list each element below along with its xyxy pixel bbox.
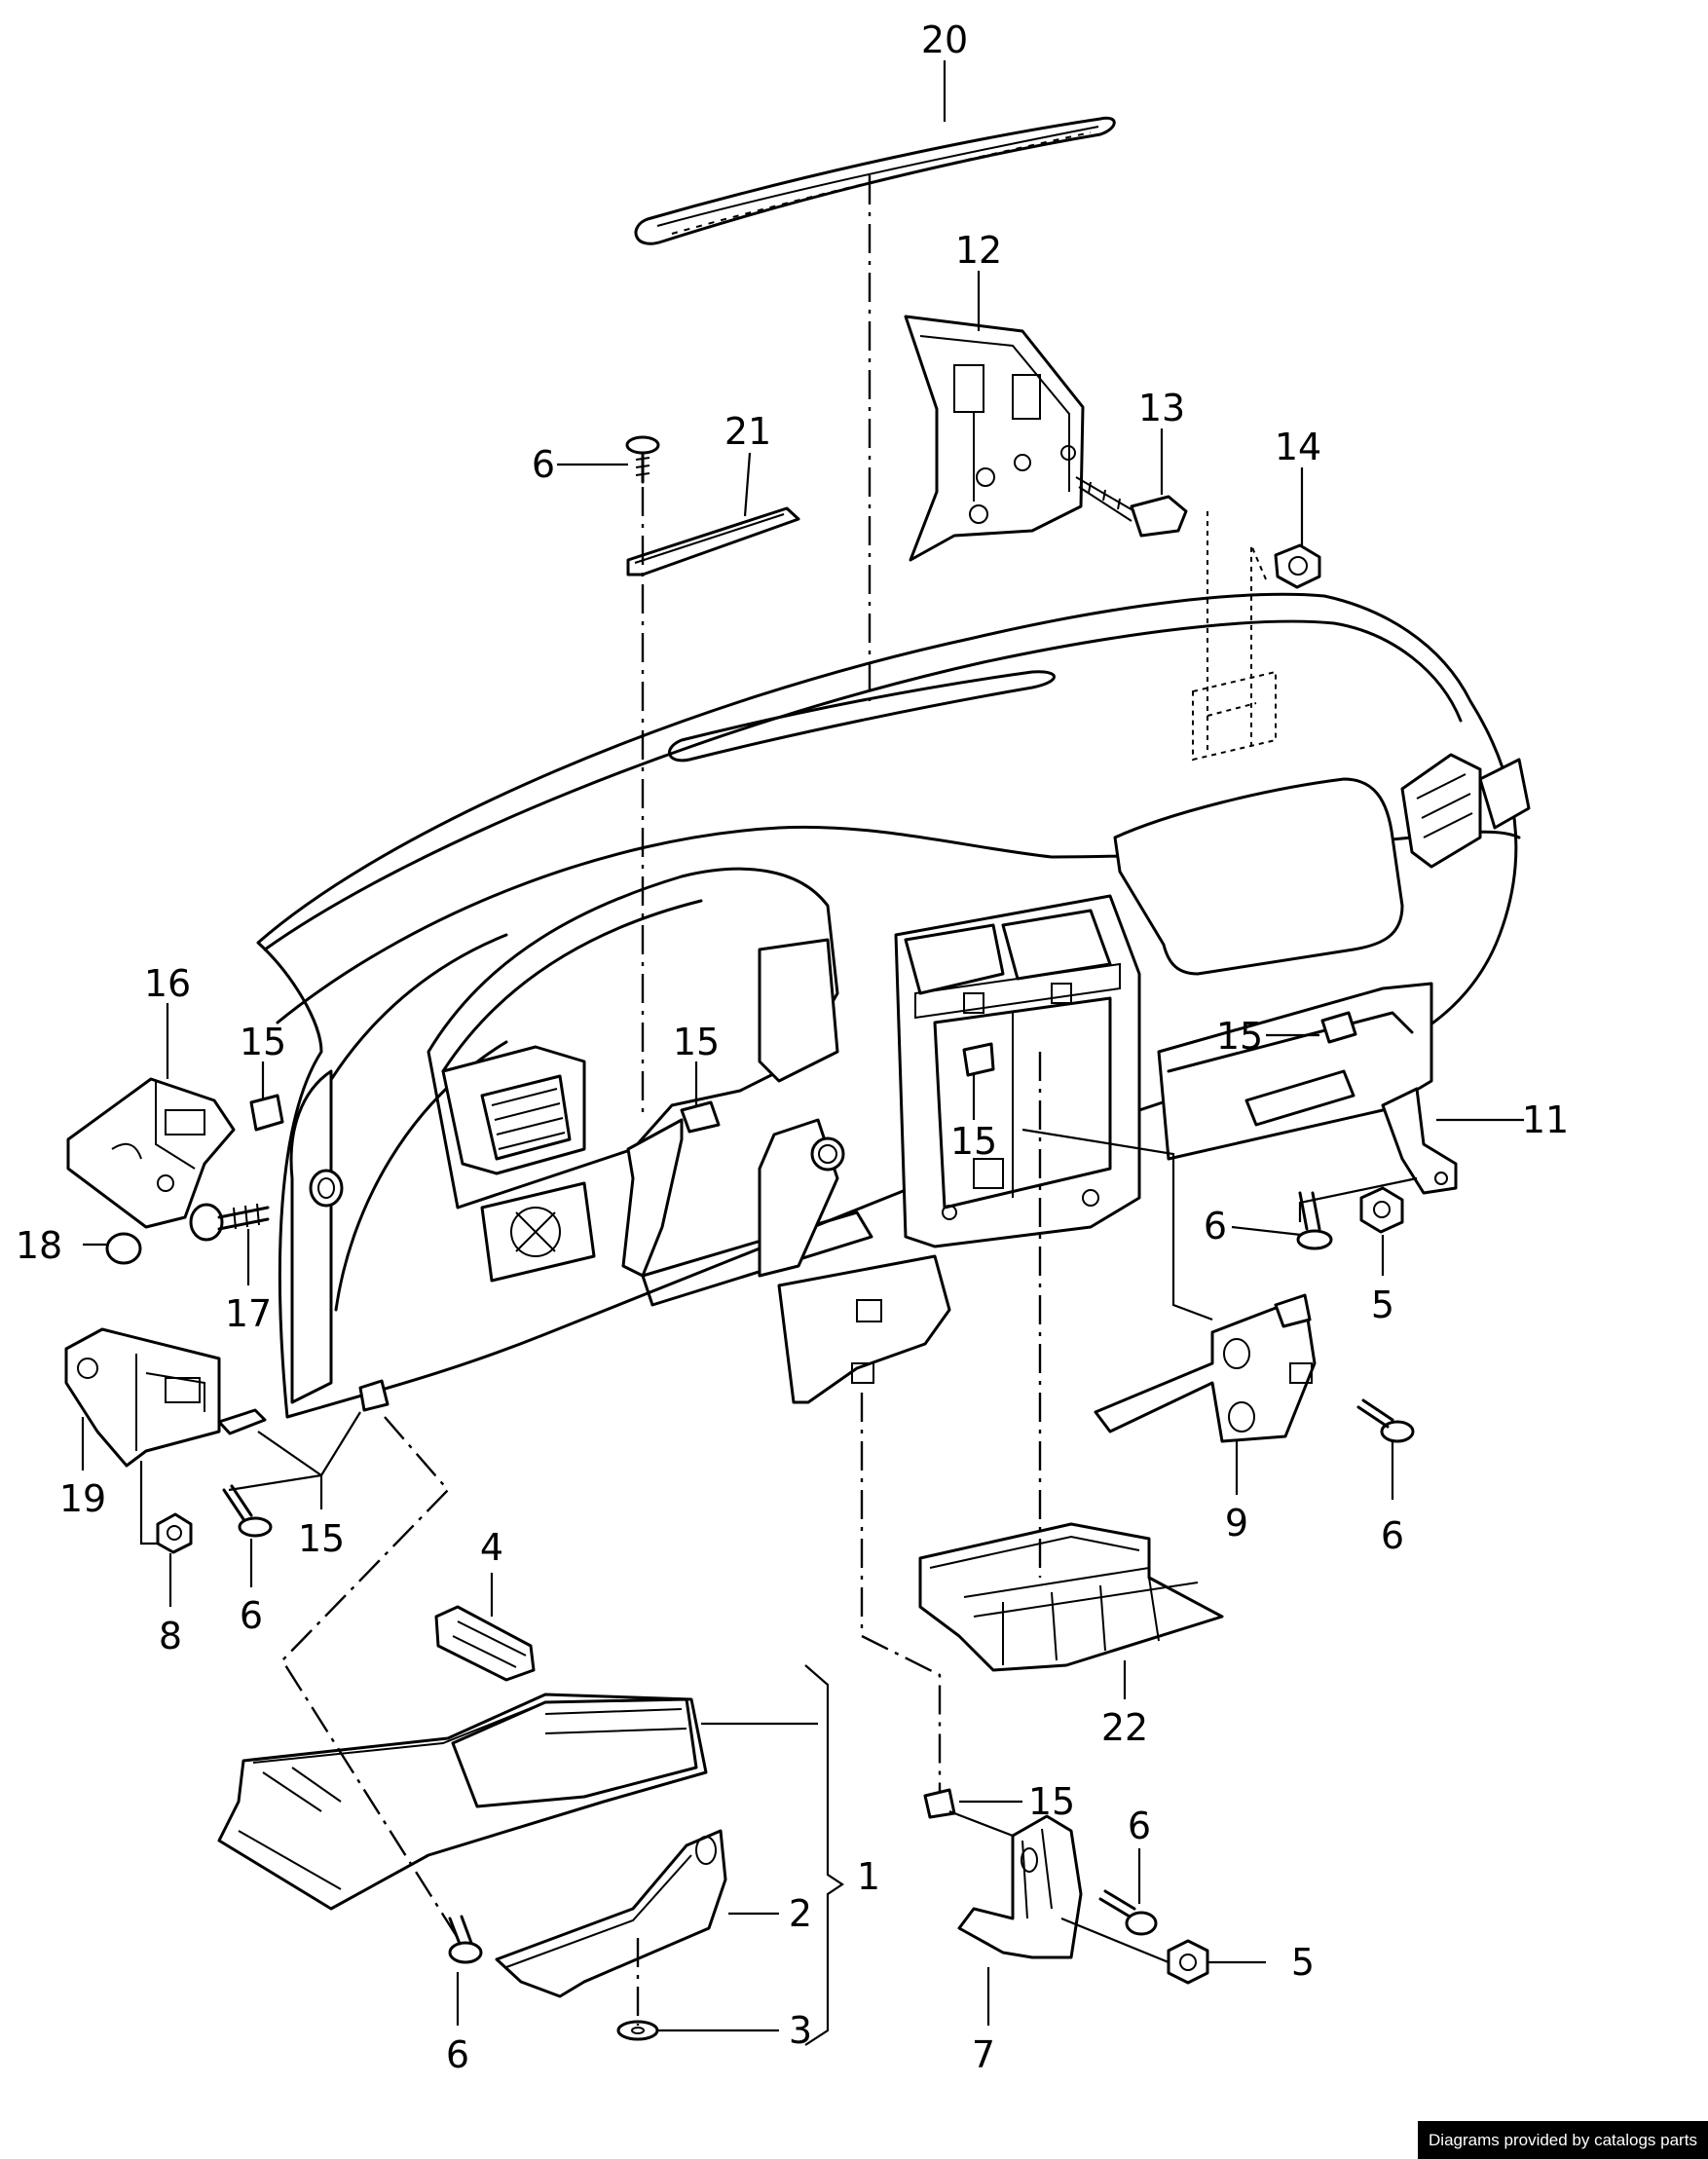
part-20-defroster-vent xyxy=(634,116,1116,245)
diagram-credit-badge: Diagrams provided by catalogs parts xyxy=(1418,2121,1708,2159)
part-6-screw-bottom xyxy=(448,1915,483,1964)
callout-6-left: 6 xyxy=(240,1594,263,1637)
callout-15-f: 15 xyxy=(1028,1780,1075,1823)
part-15-clip-a xyxy=(249,1094,284,1132)
part-11-bracket xyxy=(1381,1087,1458,1195)
part-6-screw-9 xyxy=(1356,1398,1415,1443)
part-9-bracket xyxy=(1094,1293,1317,1443)
callout-13: 13 xyxy=(1138,387,1185,429)
callout-4: 4 xyxy=(480,1526,503,1569)
part-6-screw-top xyxy=(625,435,660,484)
part-15-clip-d xyxy=(1320,1011,1357,1044)
callout-15-d: 15 xyxy=(1216,1015,1263,1058)
part-4-clip xyxy=(434,1605,536,1682)
part-6-screw-lower-left xyxy=(222,1484,273,1538)
callout-15-b: 15 xyxy=(673,1021,720,1063)
part-22-duct xyxy=(918,1522,1224,1672)
callout-12: 12 xyxy=(955,229,1002,272)
callout-8: 8 xyxy=(159,1615,182,1657)
callout-19: 19 xyxy=(59,1477,106,1520)
part-7-bracket xyxy=(957,1814,1083,1959)
callout-16: 16 xyxy=(144,962,191,1005)
dashboard-panel xyxy=(256,592,1531,1419)
part-2-lower-bracket xyxy=(495,1829,727,1998)
part-13-bolt xyxy=(1075,476,1188,538)
part-15-clip-c xyxy=(962,1042,995,1077)
part-21-cover-strip xyxy=(626,506,800,577)
callout-21: 21 xyxy=(724,410,771,453)
callout-5-right: 5 xyxy=(1371,1284,1394,1326)
callout-6-top: 6 xyxy=(532,443,555,486)
part-8-nut xyxy=(156,1512,193,1554)
callout-18: 18 xyxy=(16,1224,62,1267)
part-6-screw-right xyxy=(1296,1191,1333,1250)
part-15-clip-b xyxy=(680,1100,721,1134)
callout-15-e: 15 xyxy=(298,1517,345,1560)
part-12-center-bracket xyxy=(904,315,1085,562)
callout-15-c: 15 xyxy=(950,1120,997,1163)
part-5-nut-bottom xyxy=(1167,1939,1209,1985)
callout-11: 11 xyxy=(1522,1098,1569,1141)
callout-14: 14 xyxy=(1275,426,1321,468)
leader-lines xyxy=(81,60,1524,2046)
callout-9: 9 xyxy=(1225,1502,1248,1545)
callout-3: 3 xyxy=(789,2009,812,2052)
callout-17: 17 xyxy=(225,1292,272,1335)
callout-15-a: 15 xyxy=(240,1021,286,1063)
diagram-credit-text: Diagrams provided by catalogs parts xyxy=(1429,2130,1697,2149)
callout-5-bottom: 5 xyxy=(1291,1941,1315,1984)
part-19-lower-left-bracket xyxy=(64,1327,221,1468)
callout-7: 7 xyxy=(972,2033,995,2076)
part-5-nut-right xyxy=(1359,1186,1404,1234)
callout-6-right: 6 xyxy=(1204,1205,1227,1247)
part-6-screw-7 xyxy=(1098,1889,1158,1936)
part-17-bolt xyxy=(189,1203,270,1242)
callout-6-7: 6 xyxy=(1128,1805,1151,1847)
part-16-left-bracket xyxy=(66,1077,236,1229)
part-1-glovebox-shelf xyxy=(217,1693,708,1911)
part-15-clip-f xyxy=(923,1788,956,1819)
part-15-clip-e xyxy=(217,1379,390,1435)
assembly-lines xyxy=(280,175,1267,2026)
callout-1: 1 xyxy=(857,1855,880,1898)
callout-2: 2 xyxy=(789,1892,812,1935)
callout-20: 20 xyxy=(921,19,968,61)
callout-labels: 20 12 13 14 21 6 16 15 15 15 15 11 6 5 1… xyxy=(16,19,1569,2076)
callout-6-bottom: 6 xyxy=(446,2033,469,2076)
callout-6-9: 6 xyxy=(1381,1514,1404,1557)
callout-22: 22 xyxy=(1101,1706,1148,1749)
part-14-nut xyxy=(1274,543,1321,589)
part-18-plug xyxy=(105,1232,142,1265)
